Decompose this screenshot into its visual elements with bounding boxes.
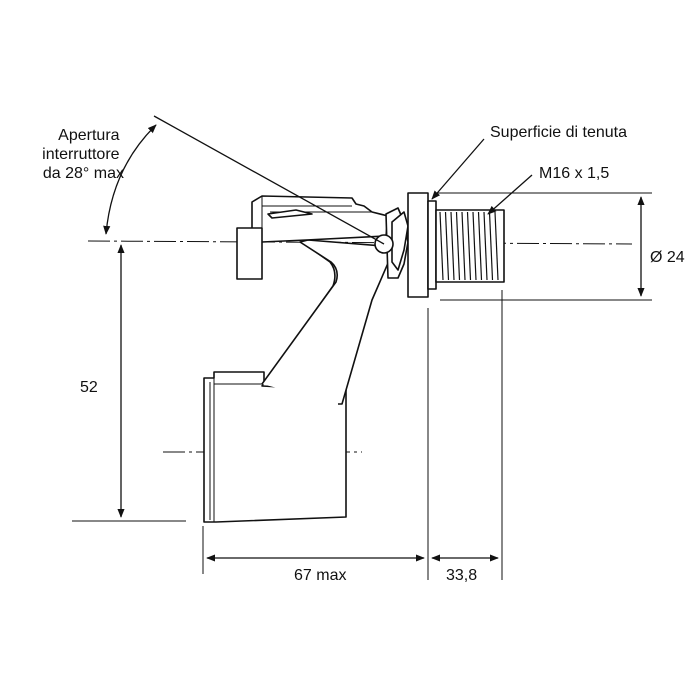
- thread-line: [472, 211, 477, 281]
- apertura-label: Apertura interruttore da 28° max: [42, 127, 124, 182]
- length-label: 33,8: [446, 567, 477, 584]
- thread-line: [494, 211, 499, 281]
- hinge-block: [385, 207, 409, 279]
- switch-housing: [236, 195, 389, 280]
- horizontal-centerline: [87, 240, 633, 245]
- thread-leader: [487, 174, 533, 215]
- diameter-label: Ø 24: [650, 249, 685, 266]
- thread-line: [488, 211, 494, 281]
- sealing-flange: [407, 192, 437, 298]
- thread-line: [477, 211, 483, 281]
- thread-line: [483, 211, 488, 281]
- threaded-stem: [435, 209, 505, 283]
- opening-angle-line: [153, 115, 385, 245]
- thread-line: [466, 211, 472, 281]
- thread-label: M16 x 1,5: [539, 165, 609, 182]
- opening-angle-arc: [103, 124, 157, 235]
- thread-line: [455, 211, 461, 281]
- height-label: 52: [80, 379, 98, 396]
- thread-line: [461, 211, 466, 281]
- float-body: [203, 371, 347, 523]
- superficie-label: Superficie di tenuta: [490, 124, 627, 141]
- float-arm: [261, 239, 396, 405]
- surface-leader: [431, 138, 485, 200]
- thread-line: [439, 211, 444, 281]
- thread-line: [450, 211, 455, 281]
- thread-line: [444, 211, 450, 281]
- width-label: 67 max: [294, 567, 346, 584]
